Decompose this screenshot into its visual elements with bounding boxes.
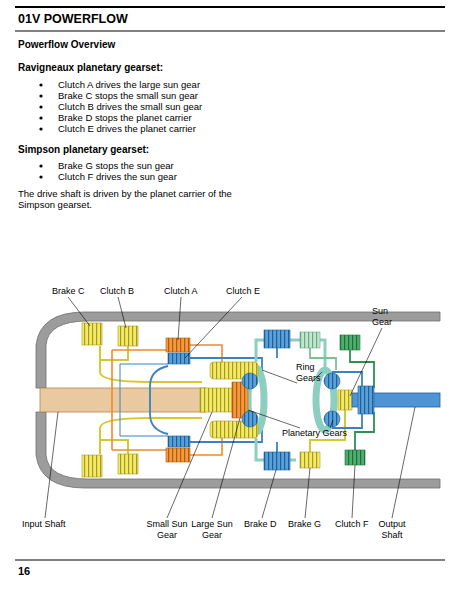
bullet-dot bbox=[39, 116, 42, 119]
leader-line bbox=[178, 297, 181, 340]
clutch-b-plates bbox=[118, 326, 138, 346]
bullet-text: Brake D stops the planet carrier bbox=[58, 112, 388, 123]
part-label: Clutch B bbox=[100, 286, 145, 297]
short-pinion bbox=[242, 411, 258, 427]
brake-d-plates bbox=[264, 452, 290, 470]
part-label: Ring Gears bbox=[296, 362, 326, 383]
housing bbox=[36, 412, 440, 488]
bullet-dot bbox=[39, 127, 42, 130]
part-label: Clutch A bbox=[164, 286, 209, 297]
brake-c-plates bbox=[82, 323, 102, 345]
bullet-text: Brake G stops the sun gear bbox=[58, 160, 388, 171]
leader-line bbox=[212, 418, 240, 518]
leader-lines bbox=[45, 297, 415, 518]
leader-line bbox=[45, 412, 58, 518]
clutch-a-frame bbox=[112, 345, 233, 455]
clutch-a-plates bbox=[166, 338, 190, 352]
bullet-dot bbox=[39, 83, 42, 86]
section-heading: Simpson planetary gearset: bbox=[18, 144, 318, 156]
simpson-planet bbox=[324, 373, 340, 389]
output-gear bbox=[358, 386, 374, 414]
leader-line bbox=[352, 465, 355, 518]
brake-g-plates bbox=[300, 452, 320, 468]
body-text: The drive shaft is driven by the planet … bbox=[18, 188, 258, 210]
leader-line bbox=[248, 410, 300, 428]
leader-line bbox=[392, 407, 415, 518]
part-label: Brake G bbox=[288, 519, 333, 530]
leader-line bbox=[262, 370, 297, 383]
leader-line bbox=[350, 328, 382, 396]
clutch-e-frame bbox=[120, 364, 168, 436]
page-title: 01V POWERFLOW bbox=[18, 12, 128, 27]
short-pinion bbox=[242, 373, 258, 389]
bullet-text: Brake C stops the small sun gear bbox=[58, 90, 388, 101]
page-number: 16 bbox=[18, 566, 58, 577]
bullet-text: Clutch A drives the large sun gear bbox=[58, 79, 388, 90]
bullet-dot bbox=[39, 105, 42, 108]
clutch-a-plates bbox=[166, 448, 190, 462]
part-label: Brake C bbox=[52, 286, 97, 297]
bullet-dot bbox=[39, 94, 42, 97]
small-sun-gear bbox=[200, 388, 232, 412]
clutch-e-plates bbox=[168, 436, 190, 447]
part-label: Clutch E bbox=[226, 286, 271, 297]
sun-gear-drum bbox=[100, 346, 202, 454]
footer-rule bbox=[15, 560, 445, 561]
clutch-f-plates bbox=[345, 450, 365, 465]
leader-line bbox=[330, 420, 333, 428]
planet-carrier-frame bbox=[150, 348, 277, 452]
clutch-e-plates bbox=[168, 353, 190, 364]
leader-line bbox=[262, 470, 276, 518]
part-label: Output Shaft bbox=[375, 519, 409, 540]
header-rule bbox=[15, 31, 445, 32]
simpson-planet bbox=[324, 411, 340, 427]
part-label: Input Shaft bbox=[22, 519, 82, 530]
input-shaft bbox=[40, 388, 205, 412]
leader-line bbox=[167, 412, 212, 518]
clutch-f-plates bbox=[340, 335, 360, 350]
bullet-text: Clutch E drives the planet carrier bbox=[58, 123, 388, 134]
clutch-pack bbox=[300, 332, 320, 348]
bullet-dot bbox=[39, 164, 42, 167]
leader-line bbox=[185, 297, 242, 358]
part-label: Brake D bbox=[244, 519, 289, 530]
leader-line bbox=[118, 297, 126, 328]
bullet-text: Clutch F drives the sun gear bbox=[58, 171, 388, 182]
part-label: Planetary Gears bbox=[282, 428, 362, 439]
part-label: Small Sun Gear bbox=[144, 519, 190, 540]
bullet-dot bbox=[39, 175, 42, 178]
leader-line bbox=[68, 297, 90, 326]
bullet-text: Clutch B drives the small sun gear bbox=[58, 101, 388, 112]
simpson-sun-gear bbox=[338, 390, 352, 410]
part-label: Sun Gear bbox=[372, 306, 400, 327]
brake-c-plates bbox=[82, 455, 102, 477]
leader-line bbox=[305, 468, 310, 518]
section-heading: Ravigneaux planetary gearset: bbox=[18, 62, 318, 74]
section-heading: Powerflow Overview bbox=[18, 39, 318, 51]
header-rule bbox=[15, 6, 445, 8]
brake-d-plates bbox=[264, 330, 290, 348]
part-label: Large Sun Gear bbox=[189, 519, 235, 540]
part-label: Clutch F bbox=[335, 519, 380, 530]
clutch-b-plates bbox=[118, 454, 138, 474]
